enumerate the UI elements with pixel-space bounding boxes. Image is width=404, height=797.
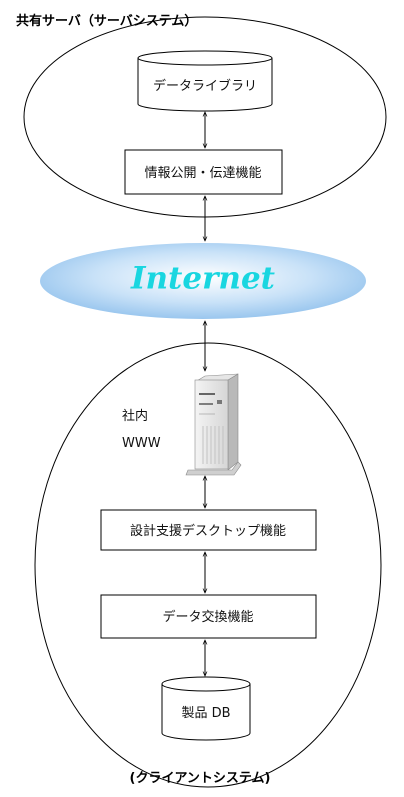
data-library-label: データライブラリ — [153, 78, 257, 94]
design-support-label: 設計支援デスクトップ機能 — [130, 523, 286, 539]
publish-function-label: 情報公開・伝達機能 — [144, 166, 261, 181]
tower-server-icon — [185, 373, 242, 476]
publish-function-box: 情報公開・伝達機能 — [124, 149, 283, 195]
data-exchange-label: データ交換機能 — [162, 609, 253, 625]
design-support-box: 設計支援デスクトップ機能 — [100, 509, 317, 551]
data-library-cylinder: データライブラリ — [137, 50, 273, 112]
intranet-label-line2: WWW — [122, 436, 161, 451]
product-db-label: 製品 DB — [181, 706, 230, 721]
client-system-title: (クライアントシステム) — [130, 771, 271, 786]
server-system-title: 共有サーバ（サーバシステム） — [16, 13, 197, 29]
internet-cloud: Internet — [40, 243, 366, 319]
product-db-cylinder: 製品 DB — [161, 676, 251, 741]
client-system-boundary — [34, 342, 382, 788]
intranet-label-line1: 社内 — [122, 408, 148, 424]
data-exchange-box: データ交換機能 — [100, 594, 317, 639]
internet-label: Internet — [130, 261, 276, 297]
